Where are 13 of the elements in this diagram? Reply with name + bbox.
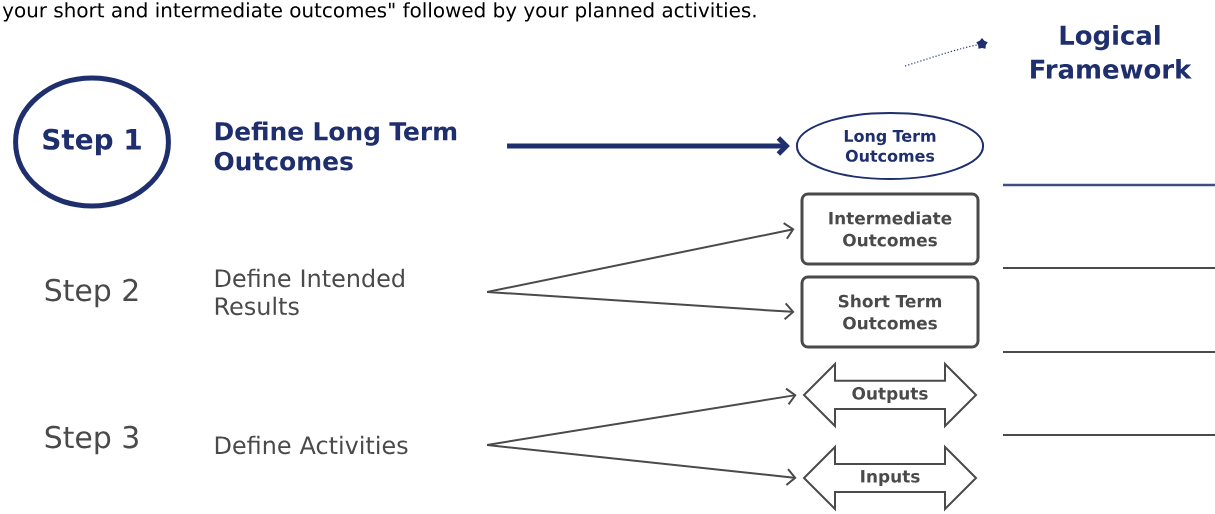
outcome-box: Short Term Outcomes (800, 275, 980, 349)
step-label: Step 3 (45, 425, 138, 455)
arrow (507, 136, 790, 156)
step-title: Define Intended Results (215, 268, 404, 316)
outcome-box: Intermediate Outcomes (800, 192, 980, 266)
diagram-title: Logical Framework (1031, 25, 1192, 79)
arrow (486, 291, 795, 321)
step-title: Define Long Term Outcomes (214, 121, 457, 171)
arrow (486, 444, 797, 486)
note-text: your short and intermediate outcomes" followed by your planned activities. (2, 2, 756, 22)
step-title: Define Activities (215, 435, 408, 455)
step-label: Step 2 (45, 278, 138, 308)
arrow (486, 222, 795, 293)
